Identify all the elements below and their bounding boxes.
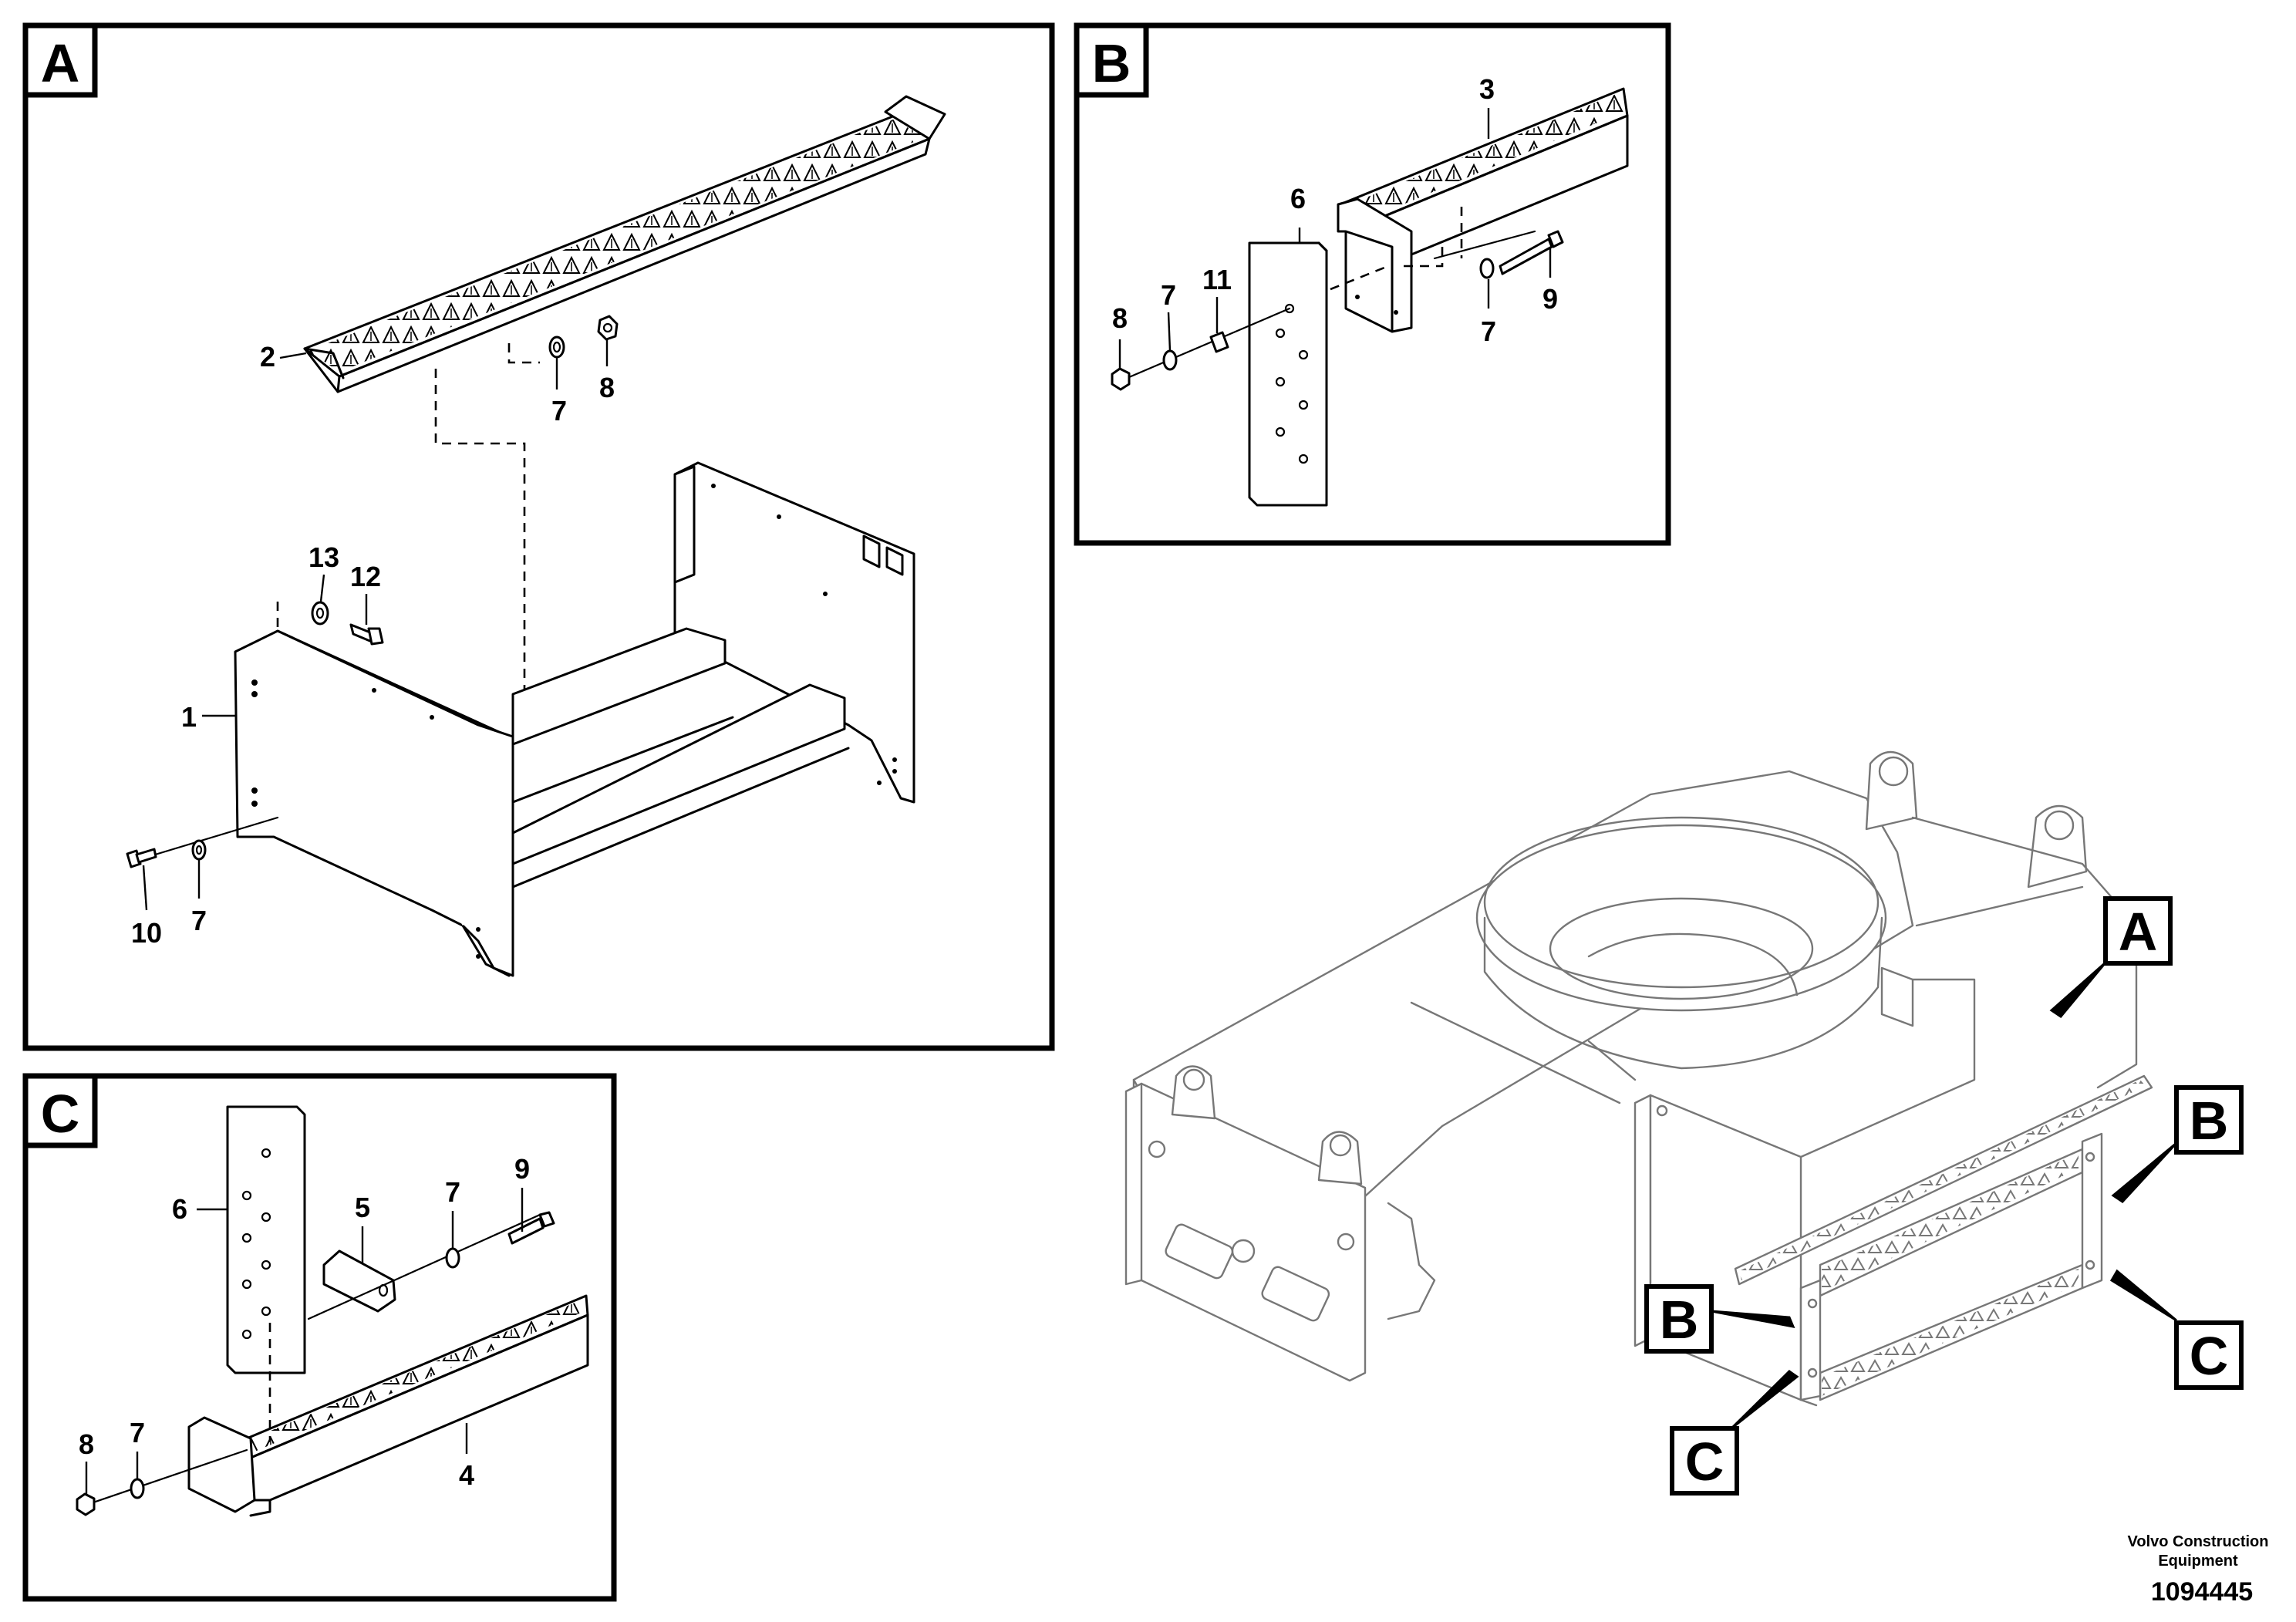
part-number-1: 1: [181, 701, 197, 733]
plate-part-6: [1248, 241, 1328, 507]
callout-b-left: B: [1644, 1284, 1795, 1354]
part-number-7-b-left: 7: [1161, 279, 1176, 311]
bolt-axis-line-b: [1117, 307, 1291, 383]
panel-c-letter: C: [41, 1084, 80, 1144]
bolt-axis-line-c2: [87, 1448, 248, 1506]
bolt-part-9-c: [507, 1211, 555, 1245]
nut-part-8: [597, 315, 619, 341]
detail-callouts: A B C B C: [1644, 896, 2244, 1496]
callout-c-left-letter: C: [1685, 1431, 1725, 1492]
part-number-8-c: 8: [79, 1428, 94, 1460]
bolt-part-12: [349, 623, 384, 646]
machine-frame-overview: [1124, 750, 2153, 1407]
callout-a-letter: A: [2119, 902, 2158, 962]
part-number-7-c-top: 7: [445, 1176, 460, 1208]
callout-c-right-letter: C: [2190, 1326, 2229, 1386]
callout-c-right: C: [2109, 1269, 2244, 1390]
bolt-part-10: [126, 848, 157, 868]
part-number-4: 4: [459, 1459, 474, 1491]
part-number-7-top: 7: [551, 395, 567, 427]
step-frame-part-1: [234, 461, 915, 977]
clamp-plate-part-5: [322, 1249, 396, 1313]
part-number-5: 5: [355, 1192, 370, 1223]
part-number-6-c: 6: [172, 1193, 187, 1225]
panel-c: C: [22, 1073, 617, 1602]
dashed-guide-b1: [1330, 265, 1389, 291]
drawing-number: 1094445: [2151, 1577, 2253, 1607]
part-number-13: 13: [308, 541, 339, 573]
overview-step-assembly: [1633, 966, 2153, 1407]
nut-part-8b: [1111, 367, 1131, 391]
part-number-8: 8: [599, 372, 615, 403]
part-number-6-b: 6: [1290, 183, 1306, 214]
callout-c-left: C: [1670, 1370, 1799, 1496]
part-number-3: 3: [1479, 73, 1495, 105]
washer-part-7c: [1162, 349, 1178, 371]
washer-part-7f: [130, 1478, 145, 1499]
nut-part-8c: [76, 1492, 96, 1516]
dashed-guide-a2: [507, 343, 540, 364]
part-number-9-b: 9: [1542, 283, 1558, 315]
part-number-7-bottom: 7: [191, 905, 207, 936]
part-number-7-c-bottom: 7: [130, 1417, 145, 1448]
callout-b-right-letter: B: [2190, 1091, 2229, 1151]
washer-part-7e: [445, 1247, 460, 1269]
part-number-12: 12: [350, 561, 381, 592]
panel-b: B: [1074, 22, 1671, 546]
bolt-axis-line-c: [307, 1213, 541, 1320]
bolt-axis-line-b2: [1433, 230, 1536, 260]
bolt-part-9: [1499, 230, 1564, 275]
callout-b-right: B: [2111, 1085, 2244, 1203]
panel-b-letter: B: [1092, 33, 1131, 93]
washer-part-7b: [191, 839, 207, 861]
part-number-11: 11: [1202, 264, 1232, 295]
brand-line-1: Volvo Construction: [2128, 1533, 2269, 1550]
callout-b-left-letter: B: [1660, 1290, 1699, 1350]
footer: Volvo Construction Equipment 1094445: [2128, 1533, 2269, 1607]
washer-part-7: [548, 336, 565, 359]
callout-a: A: [2049, 896, 2173, 1018]
part-number-2: 2: [260, 341, 275, 373]
step-tread-part-4: [187, 1294, 589, 1517]
washer-part-13: [311, 601, 329, 626]
dashed-guide-b2: [1404, 243, 1444, 268]
bolt-axis-line-a: [136, 816, 279, 862]
part-number-10: 10: [131, 917, 162, 949]
part-number-9-c: 9: [514, 1153, 530, 1185]
brand-line-2: Equipment: [2158, 1553, 2238, 1570]
step-tread-part-2: [303, 95, 946, 393]
dashed-guide-a1: [434, 369, 526, 717]
step-tread-part-3: [1337, 87, 1629, 333]
part-number-8-b: 8: [1112, 302, 1128, 334]
panel-a: A: [22, 22, 1055, 1051]
panel-a-letter: A: [41, 33, 80, 93]
washer-part-7d: [1479, 258, 1495, 279]
plate-part-6-c: [226, 1105, 306, 1374]
spacer-part-11: [1209, 331, 1229, 353]
part-number-7-b-right: 7: [1481, 315, 1496, 347]
